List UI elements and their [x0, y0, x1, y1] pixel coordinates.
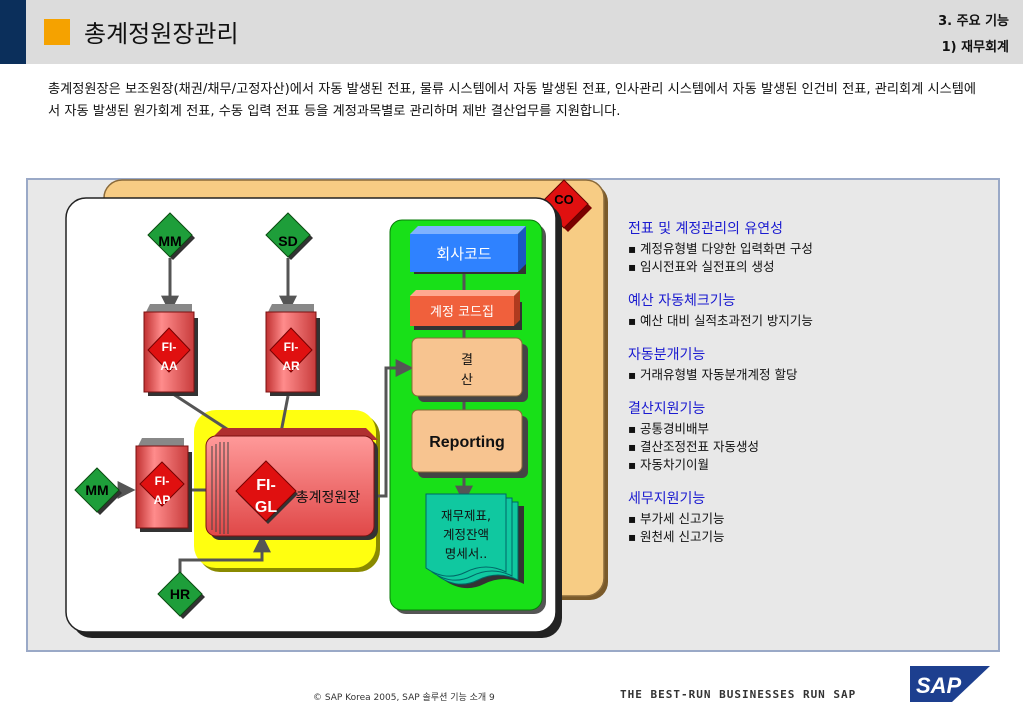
general-ledger-box: FI- GL 총계정원장 — [205, 428, 378, 540]
feature-item: 예산 대비 실적초과전기 방지기능 — [628, 312, 988, 330]
fi-ar-drum: FI- AR — [265, 304, 320, 396]
feature-title: 전표 및 계정관리의 유연성 — [628, 221, 784, 237]
fi-ap-line1: FI- — [155, 474, 170, 488]
closing-line1: 결 — [461, 353, 473, 368]
feature-item: 결산조정전표 자동생성 — [628, 438, 988, 456]
company-code-label: 회사코드 — [436, 245, 491, 263]
fi-ar-line1: FI- — [284, 340, 299, 354]
feature-title: 예산 자동체크기능 — [628, 293, 736, 309]
closing-box: 결 산 — [411, 337, 528, 402]
feature-title: 세무지원기능 — [628, 491, 706, 507]
footer-slogan: THE BEST-RUN BUSINESSES RUN SAP — [620, 688, 857, 701]
fi-gl-line1: FI- — [256, 477, 276, 494]
sd-diamond: SD — [265, 212, 313, 260]
feature-closing-support: 결산지원기능 공통경비배부 결산조정전표 자동생성 자동차기이월 — [628, 398, 988, 474]
feature-flexibility: 전표 및 계정관리의 유연성 계정유형별 다양한 입력화면 구성 임시전표와 실… — [628, 218, 988, 276]
reporting-box: Reporting — [411, 409, 528, 478]
header-bar: 총계정원장관리 3. 주요 기능 1) 재무회계 — [0, 0, 1023, 64]
fi-aa-drum: FI- AA — [143, 304, 198, 396]
feature-list: 전표 및 계정관리의 유연성 계정유형별 다양한 입력화면 구성 임시전표와 실… — [628, 218, 988, 560]
feature-budget-check: 예산 자동체크기능 예산 대비 실적초과전기 방지기능 — [628, 290, 988, 330]
feature-item: 임시전표와 실전표의 생성 — [628, 258, 988, 276]
fi-ap-drum: FI- AP — [135, 438, 192, 532]
footer-copyright: © SAP Korea 2005, SAP 솔루션 기능 소개 9 — [313, 693, 495, 703]
feature-item: 원천세 신고기능 — [628, 528, 988, 546]
mm-left-diamond: MM — [74, 467, 122, 515]
page-title: 총계정원장관리 — [84, 20, 239, 48]
fi-aa-line1: FI- — [162, 340, 177, 354]
fi-gl-line2: GL — [255, 499, 277, 516]
reports-line2: 계정잔액 — [443, 527, 489, 542]
reports-line1: 재무제표, — [441, 508, 491, 523]
reports-document-stack: 재무제표, 계정잔액 명세서.. — [425, 493, 524, 589]
feature-item: 공통경비배부 — [628, 420, 988, 438]
sd-label: SD — [278, 233, 297, 249]
ledger-pages — [211, 442, 229, 534]
subsection-label: 1) 재무회계 — [941, 40, 1009, 55]
hr-label: HR — [170, 586, 190, 602]
reporting-label: Reporting — [429, 434, 505, 451]
fi-ap-line2: AP — [154, 493, 171, 507]
feature-item: 부가세 신고기능 — [628, 510, 988, 528]
fi-ar-line2: AR — [282, 359, 300, 373]
feature-item: 거래유형별 자동분개계정 할당 — [628, 366, 988, 384]
sap-logo-text: SAP — [916, 673, 962, 698]
feature-item: 계정유형별 다양한 입력화면 구성 — [628, 240, 988, 258]
header-navy-block — [0, 0, 26, 64]
header-orange-square — [44, 19, 70, 45]
general-ledger-label: 총계정원장 — [296, 490, 361, 506]
mm-top-label: MM — [158, 233, 181, 249]
closing-line2: 산 — [461, 373, 473, 388]
company-code-box: 회사코드 — [410, 226, 526, 274]
reports-line3: 명세서.. — [445, 546, 487, 561]
co-label: CO — [554, 192, 574, 207]
account-code-box: 계정 코드집 — [410, 290, 522, 330]
mm-left-label: MM — [85, 482, 108, 498]
intro-paragraph: 총계정원장은 보조원장(채권/채무/고정자산)에서 자동 발생된 전표, 물류 … — [48, 82, 977, 119]
ledger-flow-diagram: CO MM SD — [65, 179, 608, 638]
feature-auto-posting: 자동분개기능 거래유형별 자동분개계정 할당 — [628, 344, 988, 384]
fi-aa-line2: AA — [160, 359, 178, 373]
feature-tax-support: 세무지원기능 부가세 신고기능 원천세 신고기능 — [628, 488, 988, 546]
hr-diamond: HR — [157, 571, 205, 619]
mm-top-diamond: MM — [147, 212, 195, 260]
sap-logo: SAP — [910, 666, 990, 702]
account-code-label: 계정 코드집 — [430, 305, 494, 320]
feature-item: 자동차기이월 — [628, 456, 988, 474]
feature-title: 자동분개기능 — [628, 347, 706, 363]
section-label: 3. 주요 기능 — [938, 14, 1009, 29]
feature-title: 결산지원기능 — [628, 401, 706, 417]
